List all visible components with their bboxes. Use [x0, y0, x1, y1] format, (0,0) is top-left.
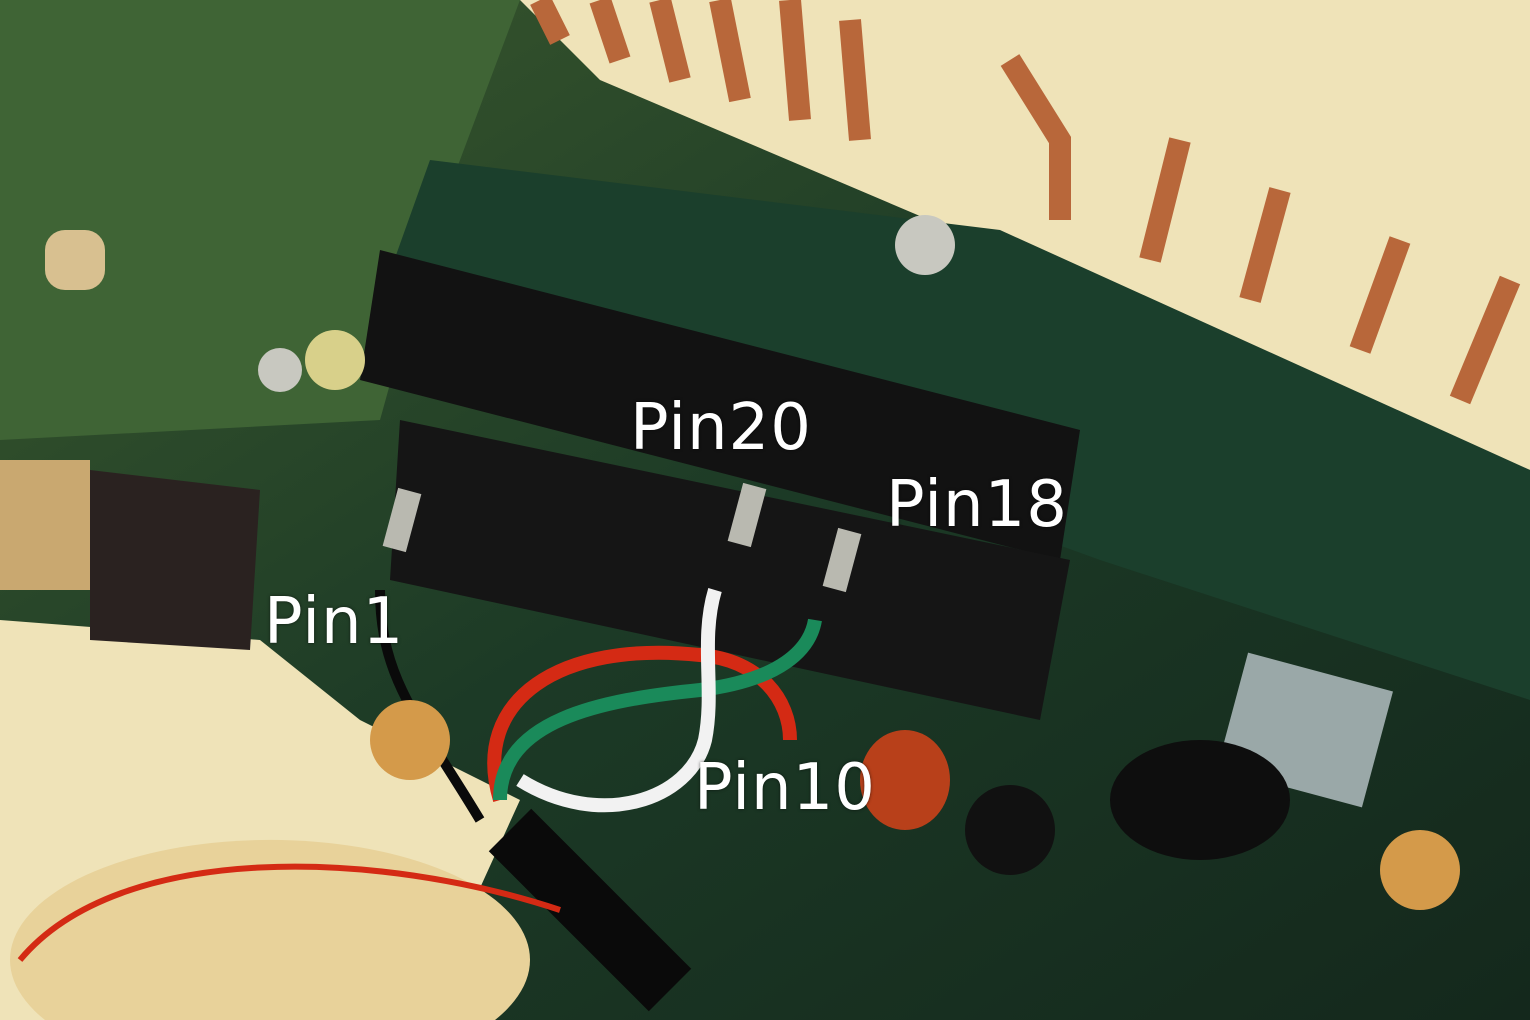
screw [895, 215, 955, 275]
red-speaker-wire [17, 863, 561, 962]
ceramic-capacitor [370, 700, 450, 780]
pin20-probe [727, 482, 767, 548]
screw-left [258, 348, 302, 392]
black-cable [488, 808, 692, 1012]
pin1-probe [382, 487, 422, 553]
label-pin1: Pin1 [264, 585, 405, 659]
pin18-probe [822, 527, 862, 593]
label-pin10: Pin10 [694, 751, 876, 825]
resistor [45, 230, 105, 290]
ic-chip-upper [360, 250, 1080, 560]
component-yellow [305, 330, 365, 390]
copper-stripes [530, 0, 1521, 405]
label-pin18: Pin18 [886, 468, 1068, 542]
ic-socket [390, 420, 1070, 720]
capacitor [1110, 740, 1290, 860]
regulator-tab [0, 460, 90, 590]
electrolytic-capacitor [965, 785, 1055, 875]
ceramic-capacitor-right [1380, 830, 1460, 910]
white-wire [516, 587, 722, 813]
trimmer [860, 730, 950, 830]
display-connector [520, 0, 1530, 470]
voltage-regulator [90, 470, 260, 650]
green-wire [493, 618, 822, 801]
red-wire [487, 645, 797, 803]
label-pin20: Pin20 [630, 391, 812, 465]
